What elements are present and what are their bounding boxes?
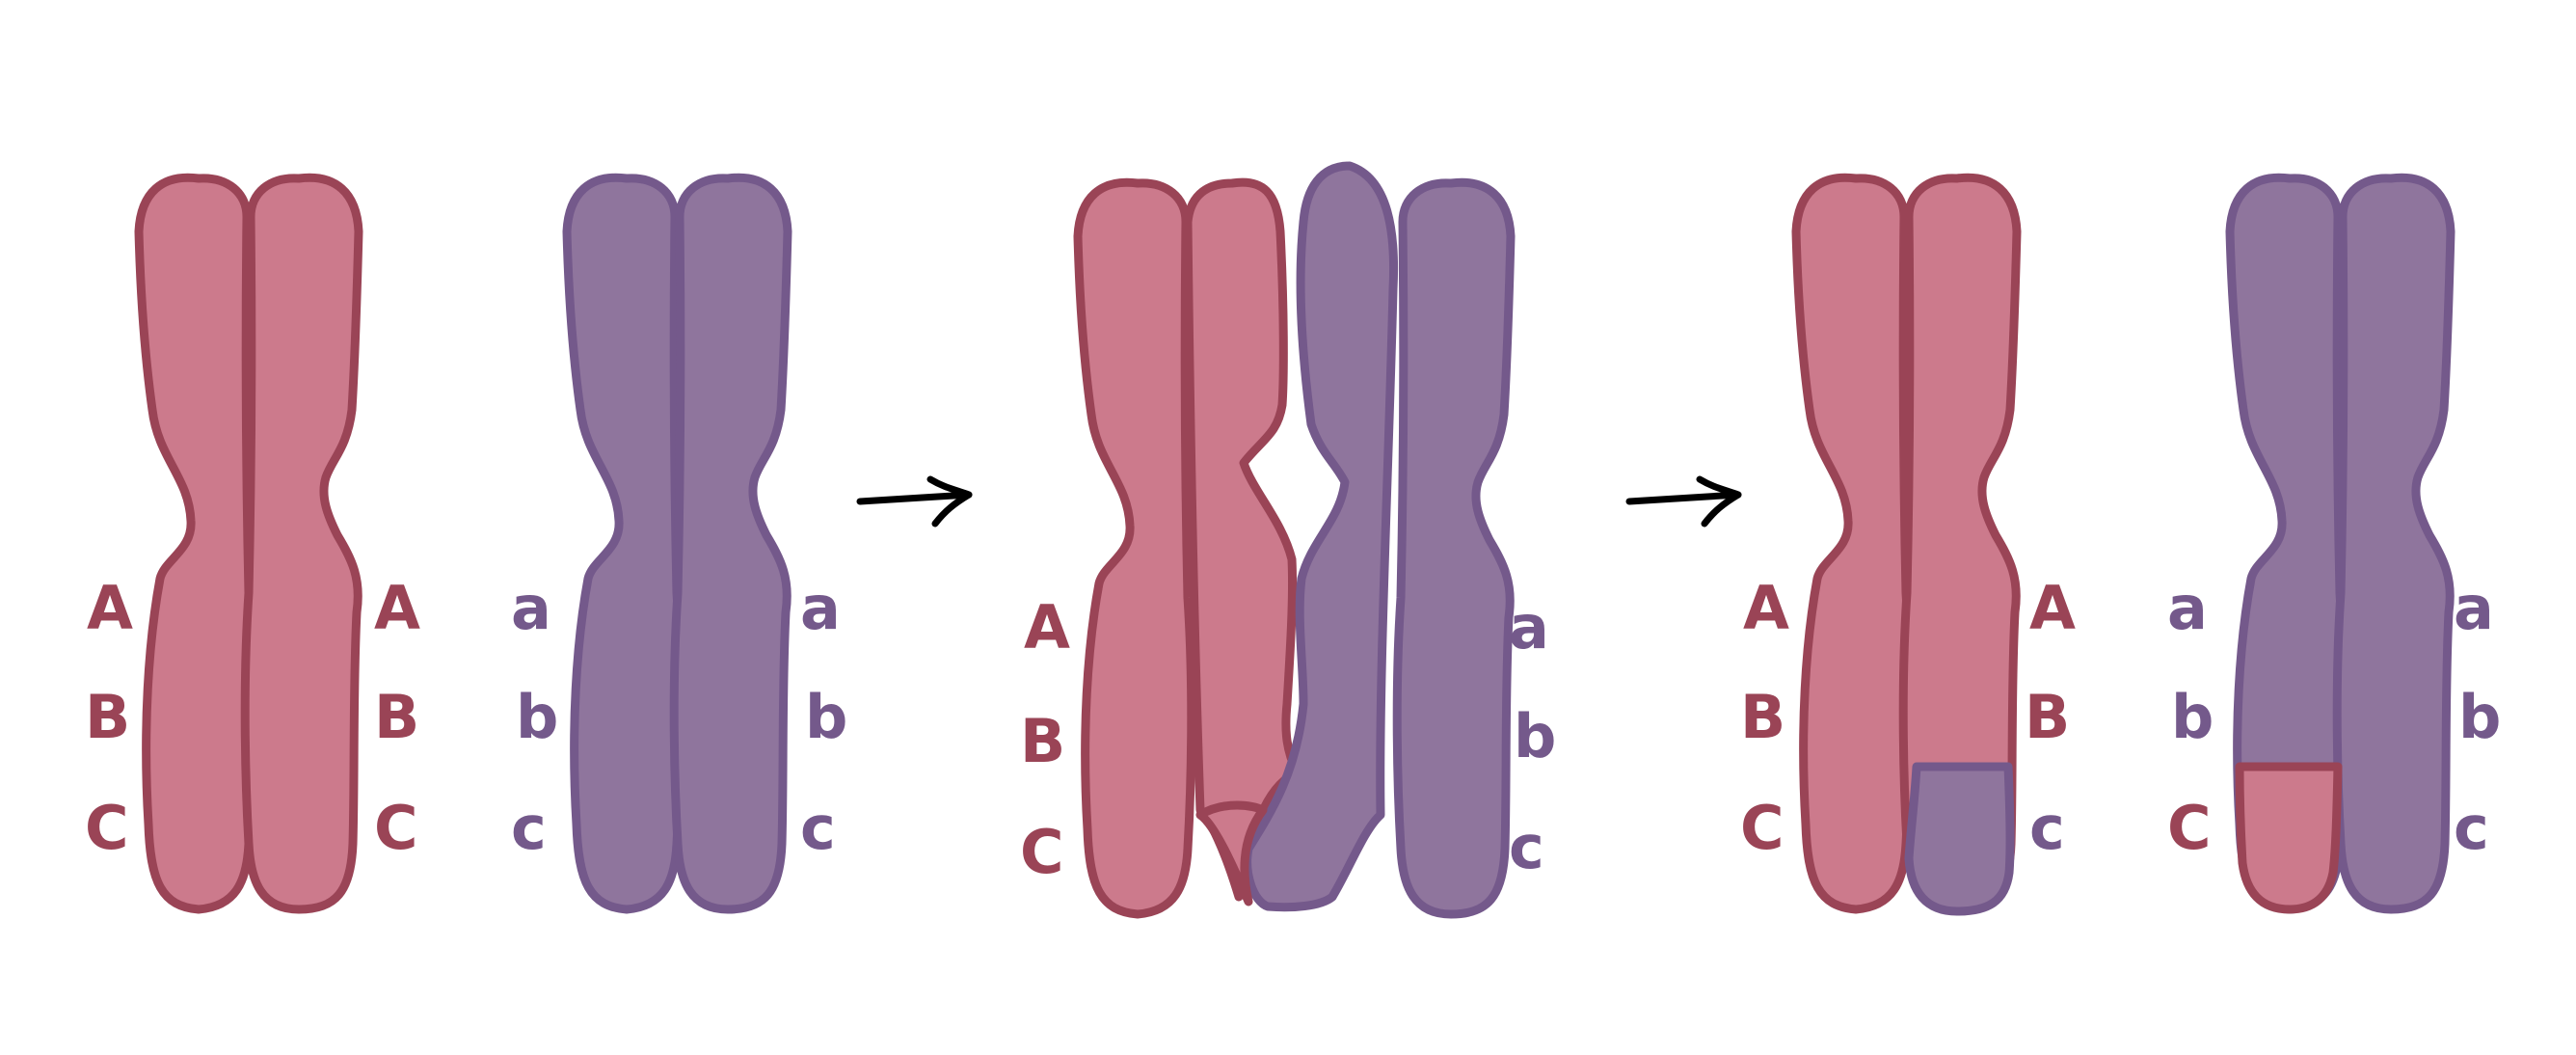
stage3-maternal-right-label-3: c bbox=[2029, 793, 2065, 863]
stage2-right-label-3: c bbox=[1509, 812, 1544, 882]
stage3-paternal-recombinant-segment bbox=[2235, 762, 2343, 914]
stage2-right-label-1: a bbox=[1509, 592, 1549, 663]
stage1-maternal-chromosome bbox=[139, 177, 359, 909]
stage1-paternal-left-label-2: b bbox=[516, 682, 558, 752]
stage1-paternal-chromatid-right bbox=[674, 177, 788, 909]
stage3-paternal-chromosome bbox=[2230, 177, 2451, 914]
stage1-paternal-right-label-3: c bbox=[800, 793, 836, 863]
stage1-maternal-left-label-2: B bbox=[85, 682, 130, 752]
stage3-paternal-right-label-2: b bbox=[2458, 682, 2501, 752]
stage3-maternal-recombinant-segment bbox=[1904, 762, 2015, 916]
stage1-paternal-right-label-1: a bbox=[800, 573, 841, 643]
stage1-maternal-left-label-3: C bbox=[85, 793, 129, 863]
stage3-maternal-chromosome bbox=[1796, 177, 2017, 916]
stage3-maternal-left-label-3: C bbox=[1740, 793, 1784, 863]
stage3-maternal-left-label-1: A bbox=[1743, 573, 1789, 643]
stage2-crossing-over bbox=[1078, 161, 1511, 914]
stage1-paternal-chromatid-left bbox=[567, 177, 681, 909]
stage3-paternal-right-label-3: c bbox=[2454, 793, 2489, 863]
arrow-right-icon bbox=[1625, 475, 1742, 528]
stage2-maternal-chromatid-inner bbox=[1183, 177, 1301, 902]
stage3-paternal-left-label-1: a bbox=[2167, 573, 2208, 643]
stage2-maternal-crossover-segment bbox=[1195, 800, 1268, 906]
stage2-left-label-1: A bbox=[1024, 592, 1070, 663]
stage3-maternal-left-label-2: B bbox=[1740, 682, 1785, 752]
stage1-maternal-left-label-1: A bbox=[87, 573, 133, 643]
stage3-maternal-chromatid-left bbox=[1796, 177, 1910, 909]
stage3-paternal-right-label-1: a bbox=[2454, 573, 2494, 643]
stage2-paternal-chromatid-inner bbox=[1243, 161, 1399, 912]
stage2-paternal-chromatid-outer bbox=[1397, 182, 1511, 914]
stage1-maternal-right-label-3: C bbox=[374, 793, 418, 863]
stage1-maternal-right-label-2: B bbox=[374, 682, 419, 752]
stage1-paternal-chromosome bbox=[567, 177, 788, 909]
stage3-paternal-left-label-3: C bbox=[2167, 793, 2212, 863]
stage2-right-label-2: b bbox=[1514, 701, 1556, 771]
arrow-right-icon bbox=[856, 475, 973, 528]
stage2-left-label-3: C bbox=[1020, 817, 1064, 887]
stage1-maternal-chromatid-right bbox=[245, 177, 359, 909]
stage1-paternal-right-label-2: b bbox=[805, 682, 847, 752]
stage1-maternal-right-label-1: A bbox=[374, 573, 420, 643]
stage2-left-label-2: B bbox=[1020, 706, 1065, 776]
stage3-maternal-right-label-1: A bbox=[2029, 573, 2076, 643]
stage3-maternal-right-label-2: B bbox=[2025, 682, 2070, 752]
stage1-maternal-chromatid-left bbox=[139, 177, 253, 909]
stage2-maternal-chromatid-outer bbox=[1078, 182, 1192, 914]
stage1-paternal-left-label-3: c bbox=[511, 793, 547, 863]
stage1-paternal-left-label-1: a bbox=[511, 573, 551, 643]
stage3-paternal-left-label-2: b bbox=[2171, 682, 2214, 752]
stage3-paternal-chromatid-right bbox=[2337, 177, 2451, 909]
